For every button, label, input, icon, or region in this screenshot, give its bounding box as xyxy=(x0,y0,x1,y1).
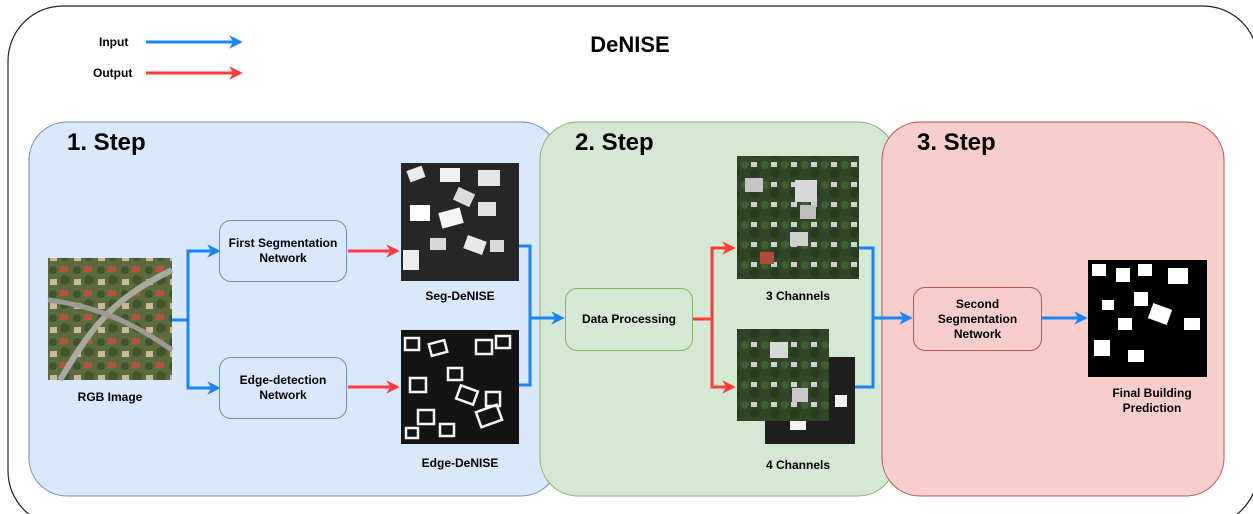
edge-denise-image xyxy=(401,330,519,444)
three-channels-image xyxy=(737,156,859,279)
step3-title: 3. Step xyxy=(917,129,996,156)
second-seg-line2: Segmentation xyxy=(937,311,1018,326)
legend-input-label: Input xyxy=(99,35,129,49)
data-processing-box: Data Processing xyxy=(565,288,693,351)
data-processing-label: Data Processing xyxy=(581,312,677,326)
first-seg-line1: First Segmentation xyxy=(228,236,338,250)
step3-panel xyxy=(881,121,1225,497)
rgb-image xyxy=(47,258,174,382)
seg-denise-image xyxy=(401,163,519,281)
diagram-title: DeNISE xyxy=(590,32,670,57)
step1-title: 1. Step xyxy=(67,129,146,156)
arrows-step2 xyxy=(693,241,913,394)
four-channels-image xyxy=(737,329,855,444)
legend-output-label: Output xyxy=(93,66,133,80)
rgb-image-label: RGB Image xyxy=(77,390,143,404)
seg-denise-label: Seg-DeNISE xyxy=(425,289,495,303)
step2-title: 2. Step xyxy=(575,129,654,156)
second-seg-line3: Network xyxy=(953,326,1002,341)
final-line2: Prediction xyxy=(1122,401,1182,415)
edge-det-line1: Edge-detection xyxy=(239,373,327,387)
second-seg-line1: Second xyxy=(955,296,1000,311)
arrows-step1 xyxy=(172,244,565,395)
four-channels-label: 4 Channels xyxy=(765,458,831,472)
three-channels-label: 3 Channels xyxy=(765,289,831,303)
edge-denise-label: Edge-DeNISE xyxy=(421,456,499,470)
final-line1: Final Building xyxy=(1112,386,1192,400)
final-prediction-label: Final Building Prediction xyxy=(1094,386,1210,416)
first-seg-line2: Network xyxy=(259,251,307,265)
final-prediction-image xyxy=(1088,260,1207,377)
edge-det-line2: Network xyxy=(259,388,307,402)
